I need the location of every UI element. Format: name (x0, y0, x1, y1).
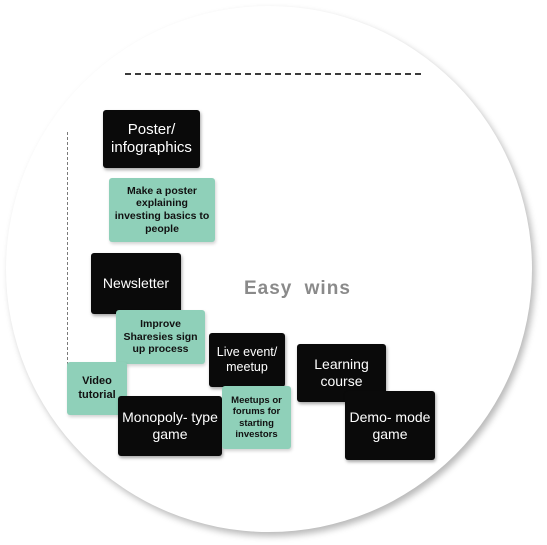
card-live-event-text: Live event/ meetup (216, 345, 278, 374)
card-newsletter[interactable]: Newsletter (91, 253, 181, 314)
left-dashed-axis (67, 132, 68, 390)
card-learning-course-text: Learning course (314, 356, 369, 389)
card-improve-signup-text: Improve Sharesies sign up process (123, 318, 198, 356)
card-monopoly-game[interactable]: Monopoly- type game (118, 396, 222, 456)
card-live-event[interactable]: Live event/ meetup (209, 333, 285, 387)
canvas-circle: Easy wins (6, 6, 532, 532)
card-video-tutorial[interactable]: Video tutorial (67, 362, 127, 415)
card-newsletter-text: Newsletter (102, 275, 170, 292)
card-meetups-forums-text: Meetups or forums for starting investors (231, 394, 282, 440)
card-poster-infographics-text: Poster/ infographics (111, 121, 192, 156)
top-dashed-axis (125, 73, 421, 75)
card-poster-infographics[interactable]: Poster/ infographics (103, 110, 200, 168)
card-monopoly-game-text: Monopoly- type game (122, 409, 218, 442)
card-improve-signup[interactable]: Improve Sharesies sign up process (116, 310, 205, 364)
card-meetups-forums[interactable]: Meetups or forums for starting investors (222, 386, 291, 449)
easy-wins-label: Easy wins (244, 278, 351, 299)
card-demo-mode-game[interactable]: Demo- mode game (345, 391, 435, 460)
card-make-poster[interactable]: Make a poster explaining investing basic… (109, 178, 215, 242)
card-make-poster-text: Make a poster explaining investing basic… (114, 184, 210, 235)
card-video-tutorial-text: Video tutorial (78, 375, 116, 401)
card-demo-mode-game-text: Demo- mode game (349, 408, 431, 442)
